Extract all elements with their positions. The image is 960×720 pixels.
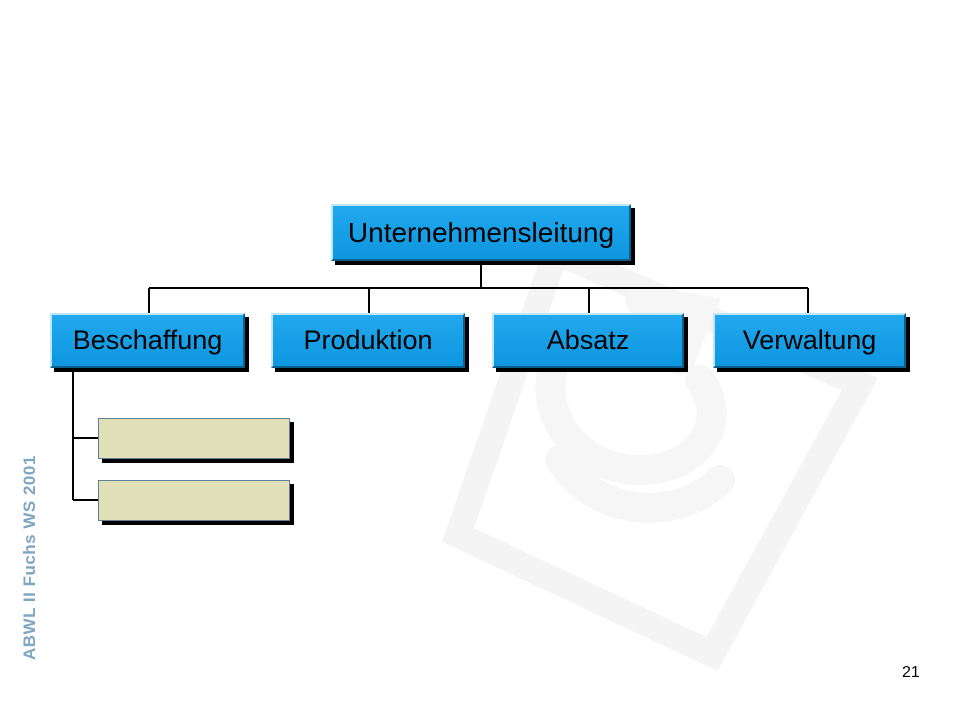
org-node-sub-unit	[98, 418, 290, 459]
org-node-department: Absatz	[492, 313, 684, 368]
org-node-department-label: Beschaffung	[72, 325, 223, 355]
org-node-root-label: Unternehmensleitung	[347, 216, 615, 248]
org-node-department-label: Produktion	[303, 325, 433, 355]
org-node-department-label: Verwaltung	[742, 325, 877, 355]
org-node-department: Produktion	[271, 313, 465, 368]
org-node-root: Unternehmensleitung	[331, 204, 631, 261]
page-number: 21	[902, 664, 920, 681]
org-node-department: Verwaltung	[713, 313, 906, 368]
org-node-department: Beschaffung	[50, 313, 245, 368]
course-side-label: ABWL II Fuchs WS 2001	[20, 455, 39, 660]
org-node-department-label: Absatz	[546, 325, 630, 355]
org-node-sub-unit	[98, 480, 290, 521]
